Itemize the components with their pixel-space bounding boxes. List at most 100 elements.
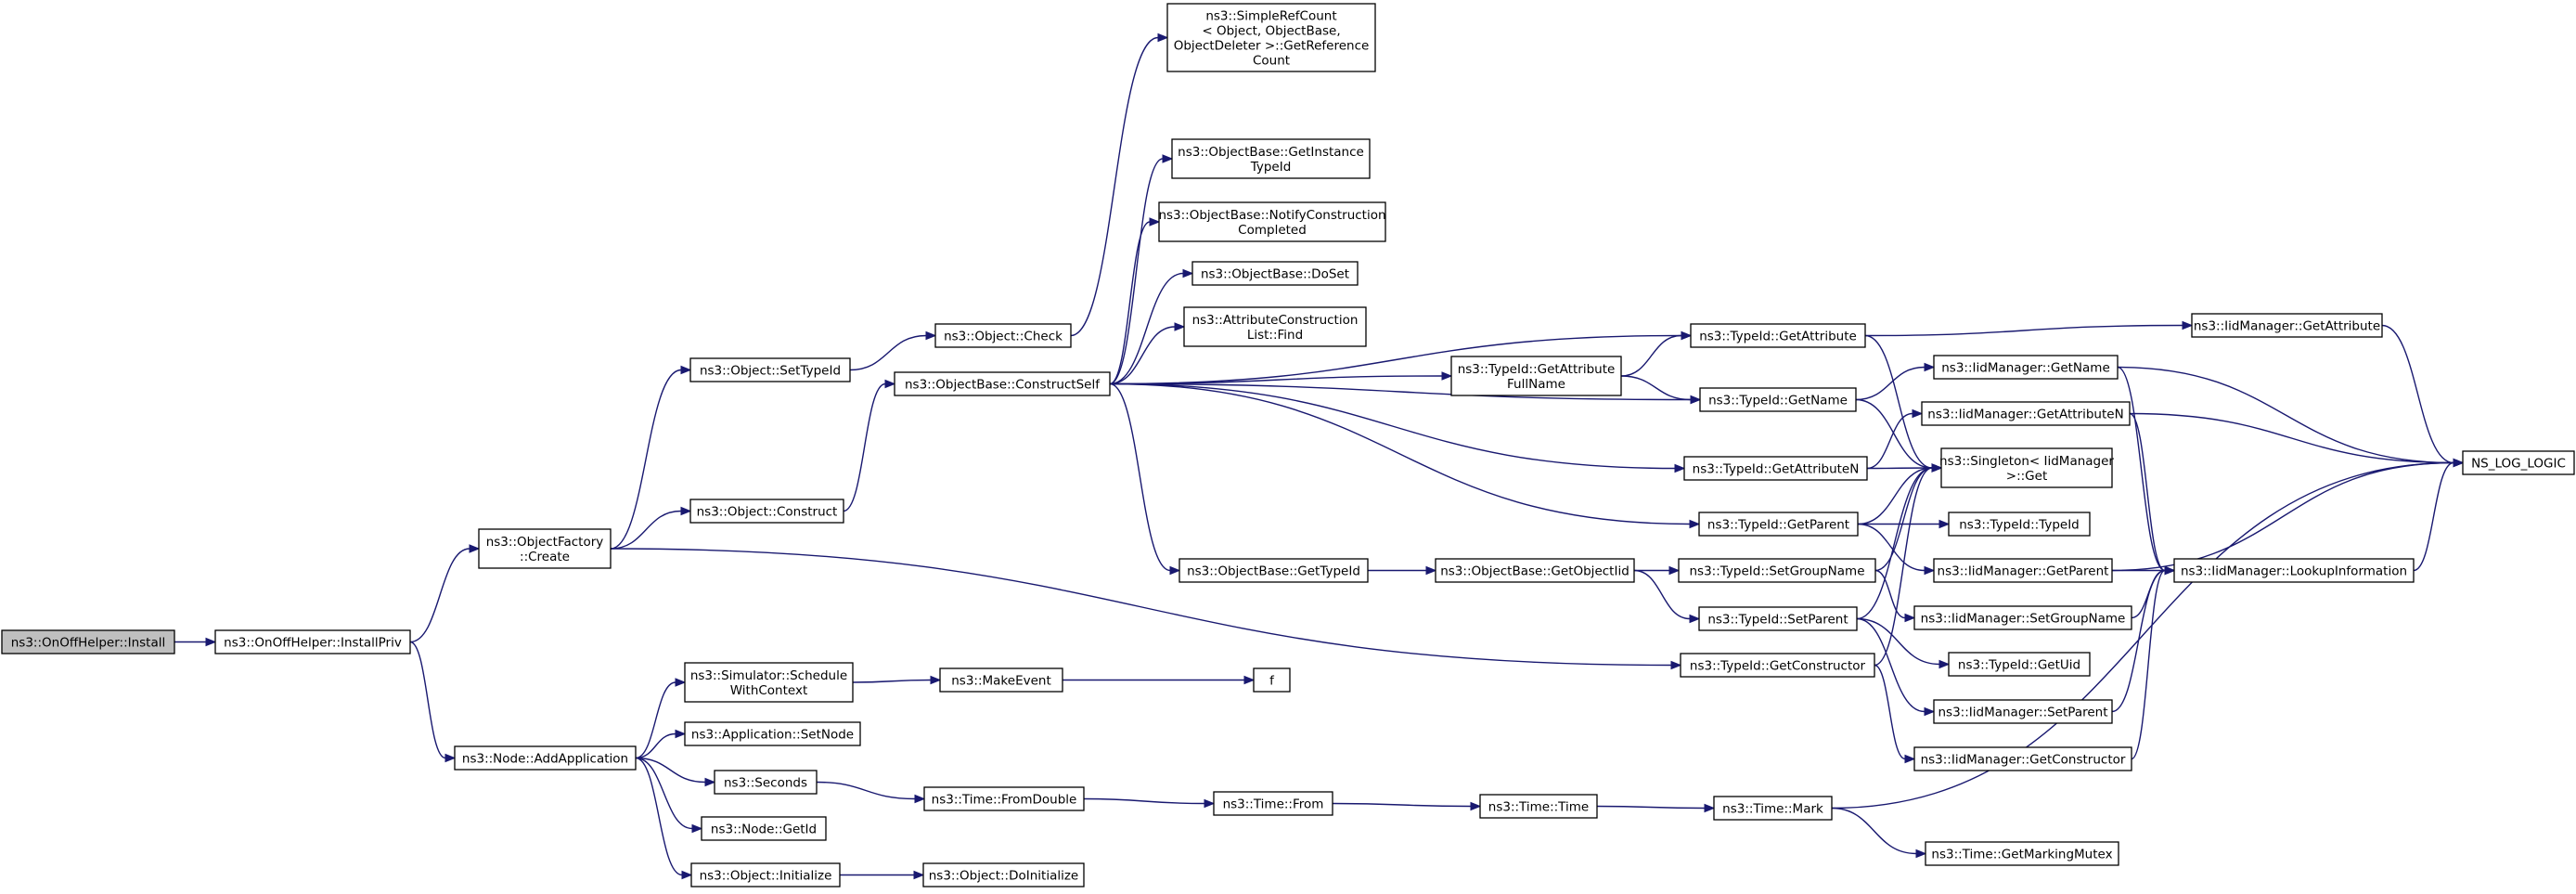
node-label: ns3::Node::AddApplication <box>462 752 628 767</box>
node-timemark[interactable]: ns3::Time::Mark <box>1713 796 1833 821</box>
node-getobjiid[interactable]: ns3::ObjectBase::GetObjectIid <box>1435 558 1635 583</box>
node-iidgetattr[interactable]: ns3::IidManager::GetAttribute <box>2191 313 2383 338</box>
node-installpriv[interactable]: ns3::OnOffHelper::InstallPriv <box>214 629 411 654</box>
node-makeevent[interactable]: ns3::MakeEvent <box>939 667 1063 693</box>
node-appsetnode[interactable]: ns3::Application::SetNode <box>684 721 861 746</box>
node-box <box>1713 796 1833 821</box>
node-timetime[interactable]: ns3::Time::Time <box>1479 794 1598 819</box>
node-box <box>1683 456 1868 481</box>
node-label: ns3::TypeId::SetGroupName <box>1689 564 1864 579</box>
node-label: ns3::Object::Initialize <box>700 869 832 884</box>
node-doset[interactable]: ns3::ObjectBase::DoSet <box>1191 261 1359 286</box>
node-box <box>1690 323 1866 348</box>
node-iidgetparent[interactable]: ns3::IidManager::GetParent <box>1933 558 2113 583</box>
node-nslog[interactable]: NS_LOG_LOGIC <box>2462 450 2575 475</box>
node-construct[interactable]: ns3::Object::Construct <box>689 499 844 524</box>
node-label: ns3::IidManager::GetAttributeN <box>1927 408 2123 422</box>
node-lookupinfo[interactable]: ns3::IidManager::LookupInformation <box>2173 558 2415 583</box>
edge-line <box>1109 158 1164 385</box>
node-tidgetattrn[interactable]: ns3::TypeId::GetAttributeN <box>1683 456 1868 481</box>
node-label: ns3::Simulator::Schedule <box>690 668 847 683</box>
node-label: ns3::TypeId::GetAttribute <box>1699 330 1857 344</box>
node-label: ns3::Object::DoInitialize <box>929 869 1079 884</box>
node-obgettypeid[interactable]: ns3::ObjectBase::GetTypeId <box>1179 558 1369 583</box>
node-tidsetgroup[interactable]: ns3::TypeId::SetGroupName <box>1678 558 1876 583</box>
node-factorycreate[interactable]: ns3::ObjectFactory::Create <box>478 528 612 569</box>
node-box <box>684 721 861 746</box>
node-tidsetparent[interactable]: ns3::TypeId::SetParent <box>1698 606 1858 631</box>
node-tidtypeid[interactable]: ns3::TypeId::TypeId <box>1948 512 2091 537</box>
node-label: ns3::TypeId::GetName <box>1708 394 1848 408</box>
arrowhead <box>914 794 926 804</box>
node-objcheck[interactable]: ns3::Object::Check <box>934 323 1072 348</box>
edge-line <box>1874 467 1933 667</box>
node-timefrom[interactable]: ns3::Time::From <box>1213 791 1333 816</box>
edge-constructself-to-obgettypeid <box>1109 382 1181 576</box>
edge-constructself-to-tidgetattrn <box>1109 382 1686 473</box>
node-tidgetuid[interactable]: ns3::TypeId::GetUid <box>1948 652 2091 677</box>
node-seconds[interactable]: ns3::Seconds <box>714 770 818 795</box>
node-iidsetgroup[interactable]: ns3::IidManager::SetGroupName <box>1913 605 2132 630</box>
node-tidgetattr[interactable]: ns3::TypeId::GetAttribute <box>1690 323 1866 348</box>
node-label: ns3::TypeId::SetParent <box>1707 613 1848 628</box>
edge-line <box>610 510 682 550</box>
node-tidgetparent[interactable]: ns3::TypeId::GetParent <box>1698 512 1859 537</box>
node-tidgetname[interactable]: ns3::TypeId::GetName <box>1699 387 1857 412</box>
edge-line <box>1874 664 1906 760</box>
edge-tidsetgroup-to-singleton <box>1874 463 1943 572</box>
node-box <box>1435 558 1635 583</box>
node-constructself[interactable]: ns3::ObjectBase::ConstructSelf <box>894 371 1111 396</box>
node-fromdouble[interactable]: ns3::Time::FromDouble <box>923 786 1085 811</box>
edge-line <box>2117 366 2454 464</box>
edge-line <box>1857 467 1933 525</box>
edge-line <box>1109 221 1151 385</box>
node-iidgetattrn[interactable]: ns3::IidManager::GetAttributeN <box>1921 401 2131 426</box>
edge-iidgetparent-to-nslog <box>2111 458 2465 572</box>
edge-line <box>2117 366 2166 572</box>
node-tidgetctor[interactable]: ns3::TypeId::GetConstructor <box>1680 653 1875 678</box>
node-label: ns3::Object::Construct <box>697 505 838 520</box>
node-doinit[interactable]: ns3::Object::DoInitialize <box>922 862 1085 888</box>
node-label: ns3::ObjectBase::ConstructSelf <box>905 378 1101 393</box>
arrowhead <box>1174 322 1186 331</box>
edge-schedctx-to-makeevent <box>852 675 942 685</box>
node-iidsetparent[interactable]: ns3::IidManager::SetParent <box>1933 699 2113 724</box>
node-notifycc[interactable]: ns3::ObjectBase::NotifyConstructionCompl… <box>1158 201 1386 242</box>
node-settypeid[interactable]: ns3::Object::SetTypeId <box>689 357 851 382</box>
node-label: ns3::IidManager::SetGroupName <box>1921 612 2126 627</box>
edge-iidsetgroup-to-lookupinfo <box>2131 565 2176 619</box>
node-nodegetid[interactable]: ns3::Node::GetId <box>701 816 827 841</box>
edge-iidgetctor-to-lookupinfo <box>2131 565 2176 760</box>
arrowhead <box>1924 706 1936 717</box>
node-label: ns3::Time::Time <box>1488 800 1589 815</box>
edge-line <box>610 369 682 550</box>
edge-line <box>635 732 676 759</box>
node-box <box>478 528 612 569</box>
node-getmarkmutex[interactable]: ns3::Time::GetMarkingMutex <box>1925 841 2119 866</box>
node-iidgetctor[interactable]: ns3::IidManager::GetConstructor <box>1913 746 2132 771</box>
edge-settypeid-to-objcheck <box>849 330 937 371</box>
node-label: ns3::OnOffHelper::Install <box>11 636 166 651</box>
edge-line <box>2131 569 2166 760</box>
node-iidgetname[interactable]: ns3::IidManager::GetName <box>1933 355 2119 380</box>
node-f[interactable]: f <box>1253 667 1291 693</box>
edge-tidsetgroup-to-iidsetgroup <box>1874 569 1916 623</box>
node-singleton[interactable]: ns3::Singleton< IidManager>::Get <box>1939 447 2114 488</box>
arrowhead <box>1470 801 1482 811</box>
node-label: ns3::Seconds <box>724 776 807 791</box>
node-label: Completed <box>1238 223 1307 238</box>
node-label: ns3::Node::GetId <box>711 823 817 837</box>
node-addapp[interactable]: ns3::Node::AddApplication <box>454 745 637 771</box>
node-box <box>689 357 851 382</box>
node-objinit[interactable]: ns3::Object::Initialize <box>690 862 841 888</box>
edge-line <box>1855 398 1933 469</box>
node-install[interactable]: ns3::OnOffHelper::Install <box>1 629 175 654</box>
node-refcount[interactable]: ns3::SimpleRefCount< Object, ObjectBase,… <box>1166 3 1376 72</box>
node-label: ns3::IidManager::LookupInformation <box>2181 564 2407 579</box>
node-label: ns3::SimpleRefCount <box>1205 9 1336 24</box>
node-box <box>1933 355 2119 380</box>
